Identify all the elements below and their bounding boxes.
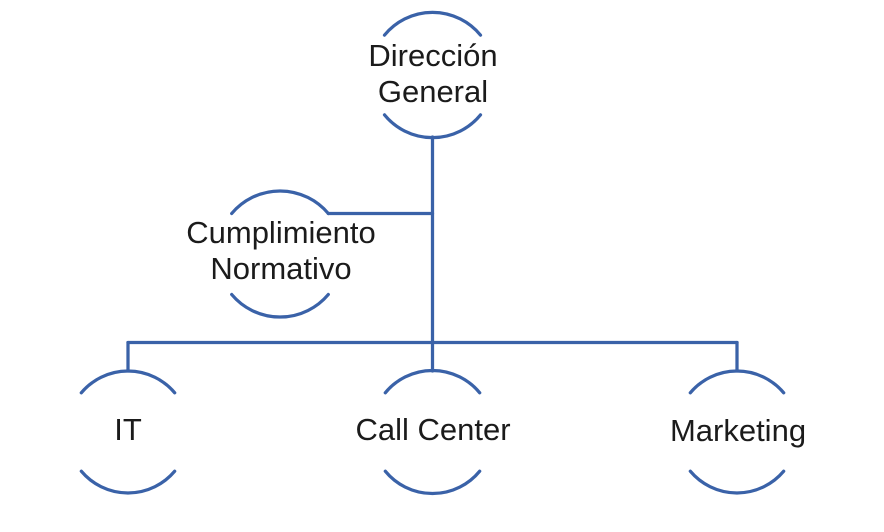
node-call-center-bottom-arc — [383, 469, 482, 496]
node-label-direccion-general: Dirección General — [368, 38, 497, 110]
node-direccion-general-top-arc — [382, 10, 483, 37]
node-label-line: Call Center — [355, 412, 511, 447]
node-call-center-top-arc — [383, 368, 482, 395]
node-cumplimiento-top-arc — [230, 189, 330, 216]
node-label-marketing: Marketing — [670, 413, 806, 449]
node-label-line: Cumplimiento — [186, 215, 376, 250]
node-marketing-bottom-arc — [688, 469, 786, 495]
node-label-call-center: Call Center — [355, 412, 510, 448]
node-direccion-general-bottom-arc — [382, 113, 483, 140]
node-label-line: General — [377, 74, 489, 109]
node-label-cumplimiento-normativo: Cumplimiento Normativo — [186, 215, 376, 287]
node-label-line: Normativo — [210, 251, 352, 286]
node-cumplimiento-bottom-arc — [230, 292, 330, 319]
node-label-line: IT — [114, 412, 142, 447]
node-label-line: Marketing — [669, 413, 807, 448]
node-it-bottom-arc — [79, 469, 177, 495]
node-marketing-top-arc — [688, 369, 786, 395]
node-label-it: IT — [114, 412, 142, 448]
node-it-top-arc — [79, 369, 177, 395]
node-label-line: Dirección — [368, 38, 498, 73]
